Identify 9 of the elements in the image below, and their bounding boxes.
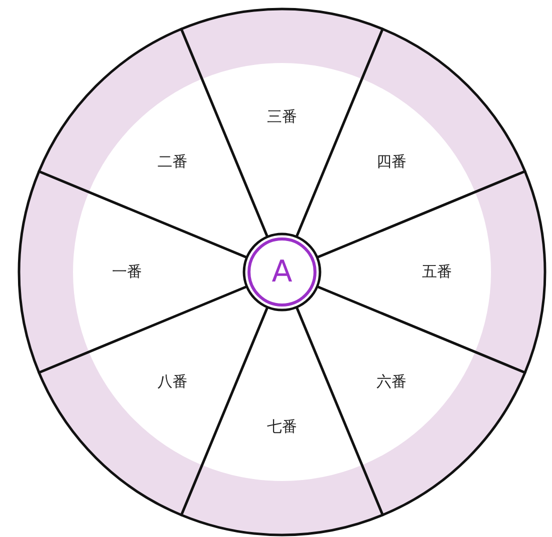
sector-label: 二番 bbox=[157, 152, 188, 172]
sector-label: 三番 bbox=[267, 108, 297, 126]
sector-label: 八番 bbox=[157, 372, 188, 392]
hub-label: A bbox=[272, 254, 292, 290]
sector-label: 五番 bbox=[422, 262, 452, 282]
sector-label: 一番 bbox=[112, 262, 142, 282]
sector-label: 六番 bbox=[376, 372, 407, 392]
sector-label: 四番 bbox=[376, 152, 407, 172]
sector-label: 七番 bbox=[267, 418, 297, 436]
